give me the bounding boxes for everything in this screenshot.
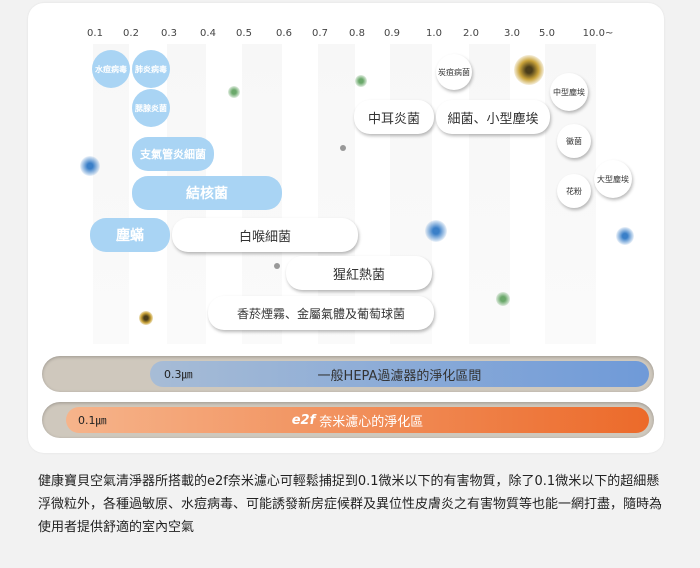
axis-tick-label: 0.4 bbox=[200, 28, 216, 39]
axis-tick-label: 0.7 bbox=[312, 28, 328, 39]
contaminant-diphtheria: 白喉細菌 bbox=[172, 218, 358, 252]
particle-icon bbox=[274, 263, 280, 269]
contaminant-bacteria-small-dust: 細菌、小型塵埃 bbox=[436, 100, 550, 134]
contaminant-mold: 黴菌 bbox=[557, 124, 591, 158]
axis-tick-label: 0.1 bbox=[87, 28, 103, 39]
grid-column bbox=[390, 44, 432, 344]
particle-icon bbox=[616, 227, 634, 245]
particle-icon bbox=[80, 156, 100, 176]
axis-tick-label: 2.0 bbox=[463, 28, 479, 39]
particle-icon bbox=[425, 220, 447, 242]
hepa-range-fill: 一般HEPA過濾器的淨化區間 bbox=[150, 361, 649, 387]
particle-icon bbox=[228, 86, 240, 98]
contaminant-bronchitis-bacteria: 支氣管炎細菌 bbox=[132, 137, 214, 171]
axis-tick-label: 0.2 bbox=[123, 28, 139, 39]
particle-icon bbox=[514, 55, 544, 85]
axis-tick-label: 0.6 bbox=[276, 28, 292, 39]
e2f-range-label: 奈米濾心的淨化區 bbox=[319, 414, 424, 430]
contaminant-large-dust: 大型塵埃 bbox=[594, 160, 632, 198]
axis-tick-label: 10.0~ bbox=[582, 28, 614, 39]
grid-column bbox=[318, 44, 355, 344]
e2f-start-label: 0.1㎛ bbox=[78, 414, 107, 427]
particle-icon bbox=[139, 311, 153, 325]
axis-tick-label: 1.0 bbox=[426, 28, 442, 39]
contaminant-anthrax: 炭疽病菌 bbox=[436, 54, 472, 90]
axis-tick-label: 0.8 bbox=[349, 28, 365, 39]
axis-tick-label: 0.3 bbox=[161, 28, 177, 39]
e2f-brand-logo: e2f bbox=[291, 412, 316, 428]
contaminant-medium-dust: 中型塵埃 bbox=[550, 73, 588, 111]
contaminant-tuberculosis: 結核菌 bbox=[132, 176, 282, 210]
e2f-range-bar: e2f 奈米濾心的淨化區 0.1㎛ bbox=[42, 402, 654, 438]
contaminant-pneumonia-virus: 肺炎病毒 bbox=[132, 50, 170, 88]
axis-tick-label: 5.0 bbox=[539, 28, 555, 39]
contaminant-dust-mite: 塵蟎 bbox=[90, 218, 170, 252]
axis-tick-label: 3.0 bbox=[504, 28, 520, 39]
hepa-start-label: 0.3㎛ bbox=[164, 368, 193, 381]
hepa-range-label: 一般HEPA過濾器的淨化區間 bbox=[317, 368, 482, 384]
e2f-range-fill: e2f 奈米濾心的淨化區 bbox=[66, 407, 649, 433]
hepa-range-bar: 一般HEPA過濾器的淨化區間 0.3㎛ bbox=[42, 356, 654, 392]
description-text: 健康寶貝空氣清淨器所搭載的e2f奈米濾心可輕鬆捕捉到0.1微米以下的有害物質，除… bbox=[38, 474, 663, 535]
contaminant-pollen: 花粉 bbox=[557, 174, 591, 208]
particle-icon bbox=[340, 145, 346, 151]
contaminant-otitis-media: 中耳炎菌 bbox=[354, 100, 434, 134]
axis-tick-label: 0.9 bbox=[384, 28, 400, 39]
contaminant-smoke-metal-staph: 香菸煙霧、金屬氣體及葡萄球菌 bbox=[208, 296, 434, 330]
particle-icon bbox=[355, 75, 367, 87]
contaminant-chickenpox-virus: 水痘病毒 bbox=[92, 50, 130, 88]
grid-column bbox=[93, 44, 129, 344]
contaminant-mumps: 腮腺炎菌 bbox=[132, 89, 170, 127]
contaminant-scarlet-fever: 猩紅熱菌 bbox=[286, 256, 432, 290]
axis-tick-label: 0.5 bbox=[236, 28, 252, 39]
particle-icon bbox=[496, 292, 510, 306]
